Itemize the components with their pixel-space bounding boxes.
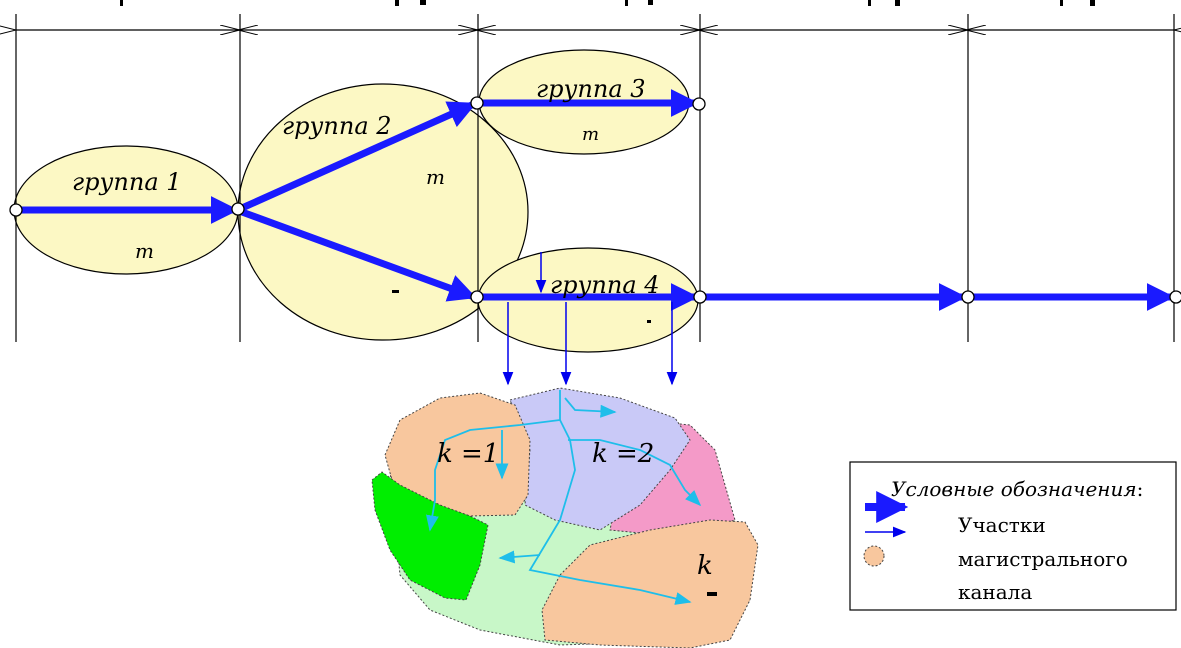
group-3-sub: m xyxy=(582,124,599,145)
flow-arrows xyxy=(426,390,702,605)
zone-peach-k xyxy=(541,519,759,648)
zone-bright-green xyxy=(371,471,489,601)
zone-kk-cropped-mark xyxy=(707,592,717,596)
group-2-label: группа 2 xyxy=(282,112,392,140)
group-4-cropped-mark xyxy=(647,320,651,323)
channel-nodes xyxy=(9,96,1181,304)
legend-line-3: канала xyxy=(958,580,1032,604)
legend-line-1: Участки xyxy=(958,513,1046,537)
arrow-g2-up xyxy=(240,100,477,212)
legend-zone-swatch-icon xyxy=(863,545,885,567)
main-channel-arrows xyxy=(18,89,1175,311)
group-2-sub: m xyxy=(426,165,445,189)
legend-title: Условные обозначения: xyxy=(891,477,1143,501)
zone-k1-label: k =1 xyxy=(437,439,499,469)
legend-line-2: магистрального xyxy=(958,547,1128,571)
branch-arrows xyxy=(502,252,678,386)
zone-lavender xyxy=(509,387,691,531)
group-3-label: группа 3 xyxy=(536,75,646,103)
zone-kk-label: k xyxy=(697,551,713,581)
group-4-label: группа 4 xyxy=(550,271,660,299)
group-1-label: группа 1 xyxy=(72,168,182,196)
arrow-g2-down xyxy=(240,208,477,302)
zone-k2-label: k =2 xyxy=(592,439,654,469)
basin-map xyxy=(371,387,759,648)
cropped-header-text xyxy=(120,0,1095,6)
group-2-cropped-mark xyxy=(392,290,399,293)
group-1-sub: m xyxy=(135,239,154,263)
legend: Условные обозначения: Участки магистраль… xyxy=(849,461,1177,611)
